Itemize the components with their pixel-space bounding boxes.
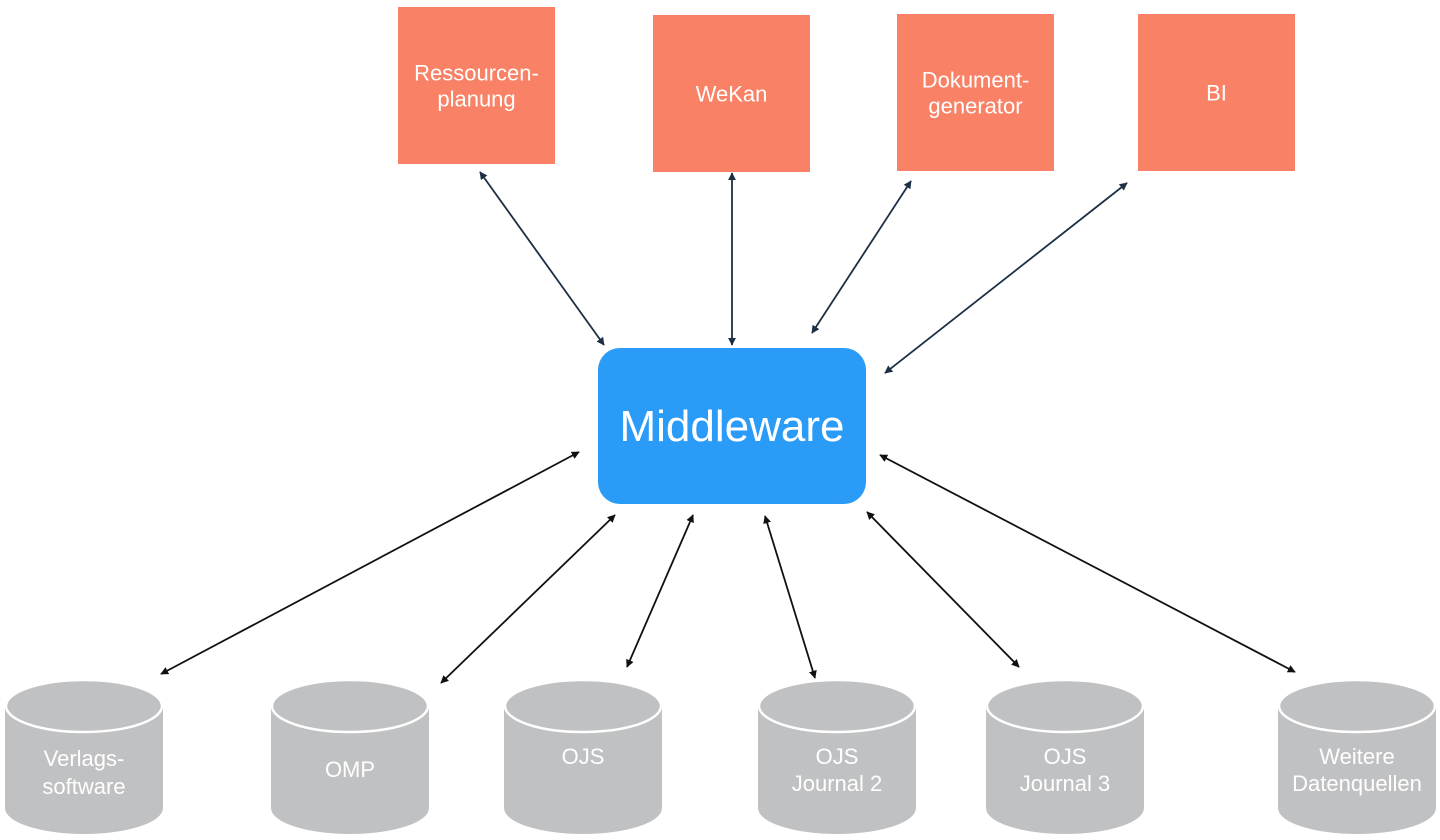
data-source-omp: OMP (270, 678, 430, 834)
top-system-box (897, 14, 1054, 171)
data-source-verlagssoftware: Verlags-software (4, 678, 164, 834)
database-cylinder-body (758, 706, 916, 834)
top-system-label-line-2: generator (928, 94, 1022, 119)
top-system-label-line-1: BI (1206, 81, 1227, 106)
data-source-label-line-1: OJS (1044, 744, 1087, 769)
top-system-box (653, 15, 810, 172)
connector-arrow-omp (440, 514, 616, 684)
data-source-ojs: OJS (503, 678, 663, 834)
data-source-label-line-2: Journal 3 (1020, 771, 1111, 796)
connector-arrow-ojs (626, 514, 694, 668)
top-system-ressourcenplanung: Ressourcen-planung (398, 7, 555, 164)
top-system-label-line-1: WeKan (696, 82, 768, 107)
data-source-label-line-1: OJS (816, 744, 859, 769)
top-system-box (398, 7, 555, 164)
connector-arrow-dokumentgenerator (811, 180, 912, 334)
connector-arrow-ojs-journal-3 (866, 511, 1020, 668)
top-system-label-line-1: Dokument- (922, 68, 1030, 93)
database-cylinder-body (1278, 706, 1436, 834)
top-system-label-line-1: Ressourcen- (414, 61, 539, 86)
middleware-label: Middleware (620, 402, 845, 451)
data-source-label-line-2: software (42, 774, 125, 799)
database-cylinder-body (986, 706, 1144, 834)
database-cylinder-top (4, 678, 164, 734)
database-cylinder-body (271, 706, 429, 834)
database-cylinder-top (757, 678, 917, 734)
data-source-label-line-1: OMP (325, 757, 375, 782)
connections (160, 171, 1296, 684)
database-cylinder-body (504, 706, 662, 834)
connector-arrow-verlagssoftware (160, 451, 580, 675)
middleware-hub: Middleware (598, 348, 866, 504)
database-cylinder-top (1277, 678, 1437, 734)
top-system-bi: BI (1138, 14, 1295, 171)
connector-arrow-weitere-datenquellen (879, 454, 1296, 673)
data-source-label-line-2: Datenquellen (1292, 771, 1422, 796)
database-cylinder-top (270, 678, 430, 734)
top-systems: Ressourcen-planung WeKan Dokument-generato… (398, 7, 1295, 172)
database-cylinder-top (985, 678, 1145, 734)
database-cylinder-body (5, 706, 163, 834)
top-system-box (1138, 14, 1295, 171)
connector-arrow-ojs-journal-2 (763, 515, 817, 679)
middleware-box (598, 348, 866, 504)
data-source-label-line-1: Verlags- (44, 746, 125, 771)
data-source-label-line-1: OJS (562, 744, 605, 769)
database-cylinder-top (503, 678, 663, 734)
top-system-wekan: WeKan (653, 15, 810, 172)
data-source-label-line-1: Weitere (1319, 744, 1394, 769)
connector-arrow-bi (884, 182, 1128, 374)
top-system-label-line-2: planung (437, 87, 515, 112)
data-source-label-line-2: Journal 2 (792, 771, 883, 796)
connector-arrow-ressourcenplanung (479, 171, 605, 346)
top-system-dokumentgenerator: Dokument-generator (897, 14, 1054, 171)
